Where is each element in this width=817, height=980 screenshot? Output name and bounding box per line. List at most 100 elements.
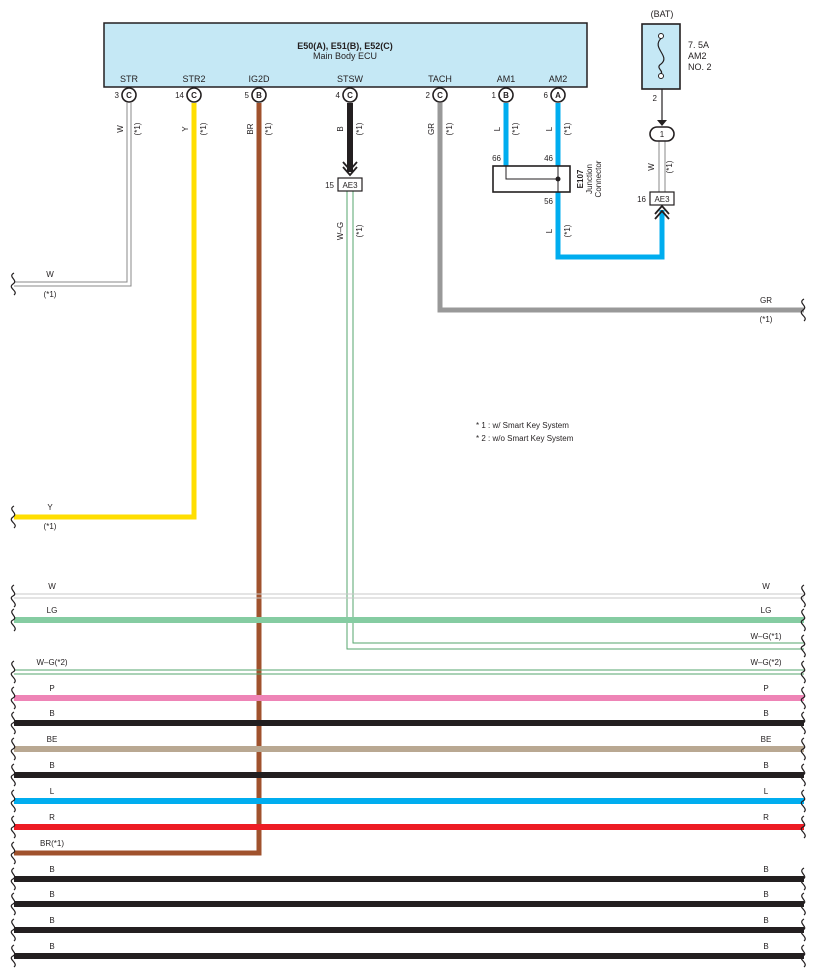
label-y-left-note: (*1) — [44, 522, 57, 531]
break-mark-left-4 — [10, 660, 16, 684]
label-str2-note: (*1) — [199, 122, 208, 135]
break-mark-left-14 — [10, 918, 16, 942]
bus-label-right-14: B — [763, 916, 768, 925]
wire-tach-gray — [437, 103, 804, 313]
label-gr-right-note: (*1) — [760, 315, 773, 324]
bus-label-right-3: W–G(*1) — [750, 632, 781, 641]
svg-text:Junction: Junction — [585, 164, 594, 194]
svg-text:AM2: AM2 — [688, 51, 707, 61]
svg-text:2: 2 — [653, 94, 658, 103]
label-stsw-note: (*1) — [355, 122, 364, 135]
label-w-left: W — [46, 270, 54, 279]
svg-text:1: 1 — [660, 130, 665, 139]
svg-text:1: 1 — [492, 91, 497, 100]
svg-text:C: C — [126, 91, 132, 100]
pin-connector-tach: C 2 — [426, 87, 448, 103]
break-mark-right-1 — [800, 584, 806, 608]
svg-text:C: C — [191, 91, 197, 100]
break-mark-left-11 — [10, 841, 16, 865]
bus-label-right-1: W — [762, 582, 770, 591]
bus-label-right-7: BE — [761, 735, 772, 744]
label-am2-note: (*1) — [563, 122, 572, 135]
main-body-ecu-box — [103, 22, 588, 88]
svg-text:46: 46 — [544, 154, 553, 163]
break-mark-left-8 — [10, 763, 16, 787]
svg-text:16: 16 — [637, 195, 646, 204]
bus-label-left-11: BR(*1) — [40, 839, 64, 848]
break-mark-left-10 — [10, 815, 16, 839]
break-mark-right-13 — [800, 892, 806, 916]
svg-text:15: 15 — [325, 181, 334, 190]
label-stsw-low-color: W–G — [336, 222, 345, 240]
pin-label-am1: AM1 — [497, 74, 516, 84]
break-mark-left-9 — [10, 789, 16, 813]
wire-str-white — [14, 103, 132, 287]
svg-text:A: A — [555, 91, 561, 100]
label-stsw-color: B — [336, 126, 345, 131]
bus-label-left-7: BE — [47, 735, 58, 744]
break-mark-right-8 — [800, 763, 806, 787]
break-mark-right-2 — [800, 608, 806, 632]
label-str2-color: Y — [181, 126, 190, 132]
bus-label-left-4: W–G(*2) — [36, 658, 67, 667]
bus-label-left-8: B — [49, 761, 54, 770]
break-mark-left-13 — [10, 892, 16, 916]
break-mark-right-4 — [800, 660, 806, 684]
break-mark-left-12 — [10, 867, 16, 891]
label-am1-note: (*1) — [511, 122, 520, 135]
pin-label-am2: AM2 — [549, 74, 568, 84]
svg-text:(BAT): (BAT) — [651, 9, 674, 19]
pin-label-str: STR — [120, 74, 139, 84]
svg-text:AE3: AE3 — [342, 181, 358, 190]
bus-label-left-15: B — [49, 942, 54, 951]
svg-text:B: B — [503, 91, 509, 100]
pin-connector-str2: C 14 — [175, 87, 202, 103]
wire-ig2d-brown — [14, 103, 262, 856]
break-mark-right-6 — [800, 711, 806, 735]
bus-label-left-9: L — [50, 787, 55, 796]
ecu-title: E50(A), E51(B), E52(C) — [297, 41, 393, 51]
break-mark-left-6 — [10, 711, 16, 735]
svg-text:B: B — [256, 91, 262, 100]
label-tach-color: GR — [427, 123, 436, 135]
bus-wire-3: W–G(*1) — [750, 632, 806, 658]
label-ig2d-color: BR — [246, 123, 255, 134]
wire-fuse-white — [658, 141, 666, 192]
svg-text:AE3: AE3 — [654, 195, 670, 204]
break-mark-right-10 — [800, 815, 806, 839]
note-line-2: * 2 : w/o Smart Key System — [476, 434, 574, 443]
pin-connector-ig2d: B 5 — [245, 87, 267, 103]
bus-label-left-1: W — [48, 582, 56, 591]
label-str-color: W — [116, 125, 125, 133]
label-str-note: (*1) — [133, 122, 142, 135]
label-tach-note: (*1) — [445, 122, 454, 135]
pin-connector-am2: A 6 — [544, 87, 566, 103]
bus-label-right-10: R — [763, 813, 769, 822]
svg-text:E107: E107 — [576, 169, 585, 188]
svg-text:C: C — [437, 91, 443, 100]
break-mark-right-5 — [800, 686, 806, 710]
bus-label-left-14: B — [49, 916, 54, 925]
bus-label-right-12: B — [763, 865, 768, 874]
wire-jc-out-blue — [555, 192, 665, 260]
break-mark-right-9 — [800, 789, 806, 813]
svg-text:Connector: Connector — [594, 160, 603, 197]
bus-label-left-6: B — [49, 709, 54, 718]
svg-text:56: 56 — [544, 197, 553, 206]
bus-wire-11: BR(*1) — [10, 839, 64, 865]
svg-text:NO. 2: NO. 2 — [688, 62, 712, 72]
bus-wire-4: W–G(*2)W–G(*2) — [10, 658, 806, 684]
pin-connector-am1: B 1 — [492, 87, 514, 103]
break-mark-left-15 — [10, 944, 16, 968]
pin-connector-stsw: C 4 — [336, 87, 358, 103]
note-line-1: * 1 : w/ Smart Key System — [476, 421, 569, 430]
